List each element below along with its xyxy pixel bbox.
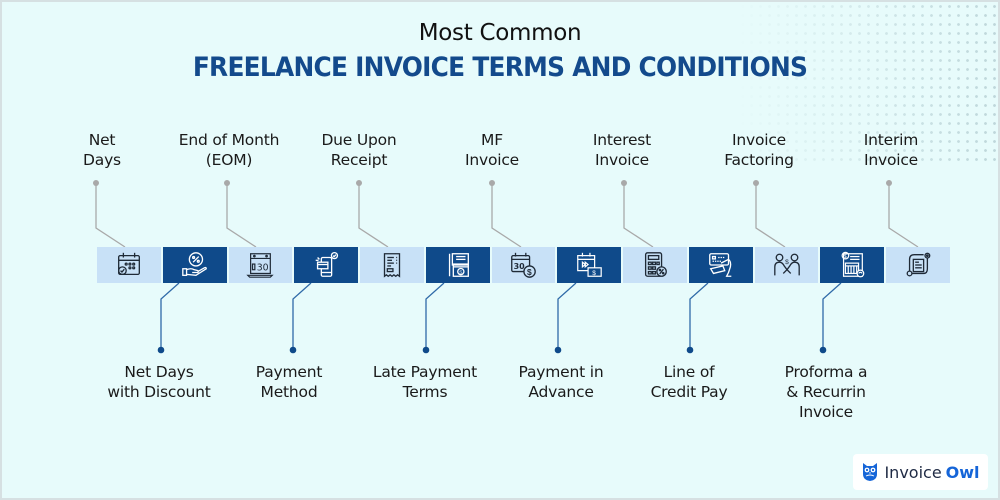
term-label-end-of-month: End of Month (EOM): [154, 130, 304, 170]
svg-text:$: $: [844, 254, 847, 260]
label-line: & Recurrin: [786, 383, 866, 401]
label-line: Late Payment: [372, 363, 478, 381]
label-line: Net: [88, 131, 116, 149]
term-label-line-of-credit-pay: Line of Credit Pay: [614, 362, 764, 402]
term-label-proforma-recurring-invoice: Proforma a & Recurrin Invoice: [751, 362, 901, 422]
hand-credit-card-icon: [708, 253, 732, 277]
term-label-due-upon-receipt: Due Upon Receipt: [284, 130, 434, 170]
tile-invoice-factoring: $: [754, 247, 819, 283]
tile-net-days-with-discount: [162, 247, 227, 283]
svg-text:S: S: [459, 269, 462, 274]
label-line: Invoice: [863, 151, 918, 169]
label-line: Interest: [592, 131, 652, 149]
tile-end-of-month: 30: [228, 247, 293, 283]
svg-text:30: 30: [514, 262, 526, 271]
label-line: Receipt: [330, 151, 388, 169]
label-line: Factoring: [724, 151, 794, 169]
term-label-interim-invoice: Interim Invoice: [816, 130, 966, 170]
svg-text:$: $: [593, 270, 597, 277]
label-line: Days: [83, 151, 121, 169]
label-line: Interim: [863, 131, 919, 149]
label-line: Line of: [663, 363, 715, 381]
label-line: Terms: [402, 383, 448, 401]
document-process-icon: [906, 252, 931, 277]
svg-text:$: $: [785, 259, 789, 266]
label-line: Net Days: [124, 363, 194, 381]
tile-interim-invoice: [886, 247, 950, 283]
term-label-invoice-factoring: Invoice Factoring: [684, 130, 834, 170]
label-line: Invoice: [464, 151, 519, 169]
terms-timeline-bar: 30 S 30 $: [97, 247, 950, 283]
tile-due-upon-receipt: [360, 247, 424, 283]
label-line: Advance: [528, 383, 594, 401]
receipt-icon: [383, 253, 401, 278]
calculator-percent-icon: [644, 252, 667, 277]
calendar-30-dollar-icon: 30 $: [511, 252, 537, 278]
term-label-interest-invoice: Interest Invoice: [547, 130, 697, 170]
handshake-dollar-icon: $: [773, 253, 800, 276]
hand-percent-icon: [181, 252, 207, 276]
term-label-net-days-with-discount: Net Days with Discount: [84, 362, 234, 402]
label-line: Payment: [255, 363, 323, 381]
label-line: Credit Pay: [650, 383, 728, 401]
svg-text:30: 30: [257, 263, 269, 274]
calendar-30-icon: 30: [246, 253, 275, 278]
calendar-fast-forward-cash-icon: $: [577, 252, 603, 277]
tile-proforma-recurring-invoice: $: [820, 247, 885, 283]
tile-mf-invoice: 30 $: [491, 247, 556, 283]
term-label-late-payment-terms: Late Payment Terms: [350, 362, 500, 402]
label-line: MF: [481, 131, 503, 149]
label-line: Invoice: [594, 151, 649, 169]
label-line: Invoice: [798, 403, 853, 421]
tile-payment-method: [294, 247, 359, 283]
mobile-card-payment-icon: [315, 251, 339, 277]
tile-line-of-credit-pay: [688, 247, 753, 283]
svg-text:$: $: [528, 267, 533, 277]
subtitle: Most Common: [418, 20, 582, 46]
label-line: Proforma a: [784, 363, 868, 381]
term-label-payment-in-advance: Payment in Advance: [486, 362, 636, 402]
page-title: FREELANCE INVOICE TERMS AND CONDITIONS: [192, 52, 808, 83]
label-line: Payment in: [518, 363, 604, 381]
invoice-table-recurring-icon: $: [841, 251, 865, 278]
brand-word-owl: Owl: [945, 462, 980, 482]
label-line: Method: [260, 383, 318, 401]
term-label-payment-method: Payment Method: [214, 362, 364, 402]
label-line: (EOM): [205, 151, 253, 169]
owl-icon: [863, 463, 878, 481]
label-line: Invoice: [731, 131, 786, 149]
calendar-check-icon: [117, 252, 140, 276]
label-line: Due Upon: [321, 131, 397, 149]
document-calendar-dollar-icon: S: [448, 253, 469, 277]
tile-late-payment-terms: S: [425, 247, 490, 283]
tile-payment-in-advance: $: [557, 247, 622, 283]
tile-interest-invoice: [623, 247, 687, 283]
brand-word-invoice: Invoice: [884, 462, 942, 482]
label-line: with Discount: [107, 383, 211, 401]
term-label-mf-invoice: MF Invoice: [417, 130, 567, 170]
term-label-net-days: Net Days: [27, 130, 177, 170]
tile-net-days: [97, 247, 161, 283]
label-line: End of Month: [178, 131, 280, 149]
